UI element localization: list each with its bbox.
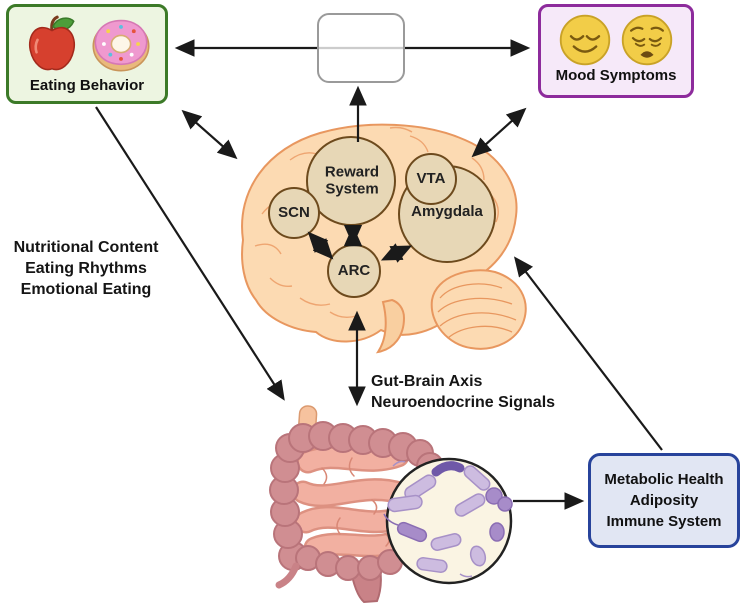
brain-region-reward-system: Reward System	[324, 163, 380, 197]
arrow-metabolic-brain	[513, 256, 663, 451]
eating-behavior-label: Eating Behavior	[29, 77, 145, 94]
eating-behavior-box: Eating Behavior	[6, 4, 168, 104]
brain-illustration	[241, 123, 527, 354]
eating-icons-row	[21, 12, 153, 76]
metabolic-line-3: Immune System	[606, 513, 722, 530]
mood-symptoms-box: Mood Symptoms	[538, 4, 694, 98]
central-placeholder-box	[317, 13, 405, 83]
microbiome-magnifier	[383, 457, 513, 585]
donut-icon	[92, 19, 150, 72]
annotation-line: Gut-Brain Axis	[371, 373, 483, 390]
metabolic-line-2: Adiposity	[629, 492, 699, 509]
annotation-line: Emotional Eating	[20, 280, 152, 298]
brain-region-amygdala: Amygdala	[411, 202, 483, 220]
bacteria-icons	[383, 460, 513, 578]
annotation-line: Nutritional Content	[13, 239, 159, 256]
arrow-mood-brain	[471, 107, 527, 158]
brain-region-scn: SCN	[278, 203, 310, 221]
arrow-amygdala-arc	[380, 243, 413, 263]
brain-region-vta: VTA	[416, 169, 446, 187]
mood-icons-row	[557, 12, 675, 68]
apple-icon	[28, 15, 76, 71]
arrow-scn-arc	[307, 231, 334, 260]
relieved-face-icon	[559, 14, 611, 66]
brain-region-arc: ARC	[337, 261, 371, 279]
eating-pathways-annotation: Nutritional Content Eating Rhythms Emoti…	[4, 238, 168, 300]
mood-symptoms-label: Mood Symptoms	[555, 67, 677, 84]
arrow-eating-brain	[181, 109, 238, 160]
gut-brain-annotation: Gut-Brain Axis Neuroendocrine Signals	[371, 372, 555, 414]
annotation-line: Neuroendocrine Signals	[371, 393, 556, 411]
weary-face-icon	[621, 14, 673, 66]
annotation-line: Eating Rhythms	[25, 259, 147, 277]
metabolic-line-1: Metabolic Health	[604, 471, 724, 488]
arrow-eating-gut	[95, 106, 285, 401]
metabolic-health-box: Metabolic Health Adiposity Immune System	[588, 453, 740, 548]
